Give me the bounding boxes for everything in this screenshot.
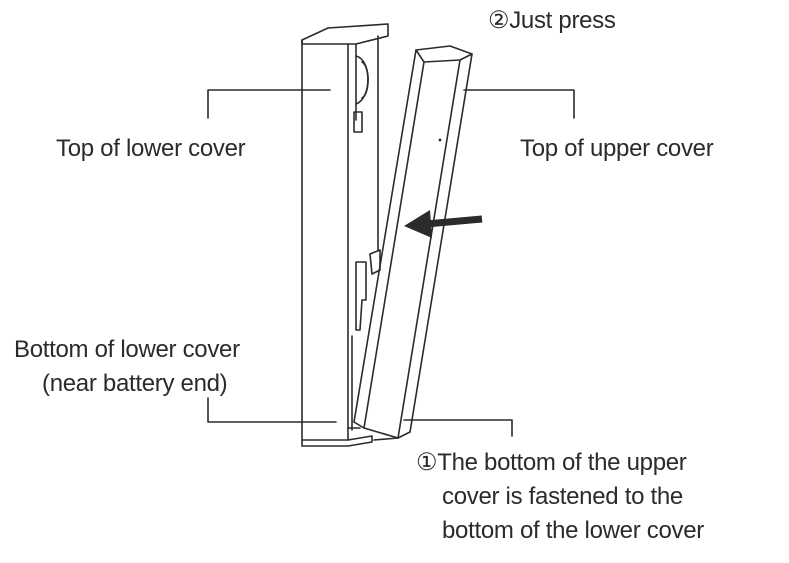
leader-top-upper	[463, 89, 575, 119]
leader-bottom-upper	[403, 419, 513, 437]
top-of-upper-cover-label: Top of upper cover	[520, 135, 714, 162]
upper-cover	[353, 45, 473, 441]
leader-top-lower	[207, 89, 331, 119]
near-battery-end-label: (near battery end)	[42, 370, 228, 397]
lower-cover	[301, 23, 389, 447]
top-of-lower-cover-label: Top of lower cover	[56, 135, 246, 162]
step2-label: ②Just press	[488, 7, 616, 34]
bottom-of-lower-cover-label: Bottom of lower cover	[14, 336, 240, 363]
leader-bottom-lower	[207, 397, 337, 423]
step1-line-1: ①The bottom of the upper	[416, 449, 687, 476]
press-arrow-icon	[404, 210, 483, 238]
step1-line-2: cover is fastened to the	[442, 483, 683, 510]
step1-line-3: bottom of the lower cover	[442, 517, 704, 544]
